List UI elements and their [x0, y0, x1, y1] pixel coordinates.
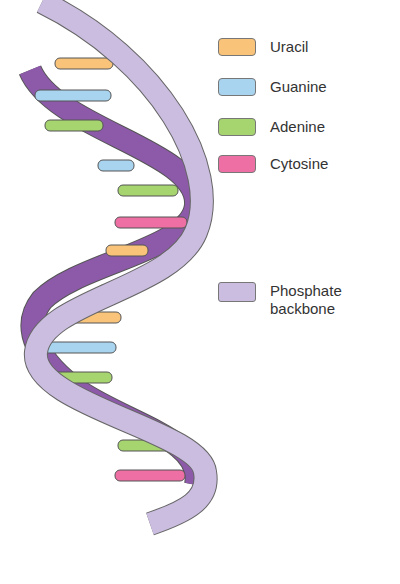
legend-swatch: [218, 282, 256, 302]
legend-swatch: [218, 78, 256, 96]
light-strand: [36, 2, 206, 524]
legend-label: Cytosine: [270, 155, 380, 173]
legend-row: Cytosine: [218, 155, 380, 173]
legend-label: Guanine: [270, 78, 380, 96]
legend-label: Phosphate backbone: [270, 282, 380, 318]
legend-swatch: [218, 118, 256, 136]
legend-row: Guanine: [218, 78, 380, 96]
legend-swatch: [218, 38, 256, 56]
legend-label: Uracil: [270, 38, 380, 56]
legend-row: Uracil: [218, 38, 380, 56]
legend-swatch: [218, 155, 256, 173]
legend-label: Adenine: [270, 118, 380, 136]
legend-row: Phosphate backbone: [218, 282, 380, 318]
legend-row: Adenine: [218, 118, 380, 136]
